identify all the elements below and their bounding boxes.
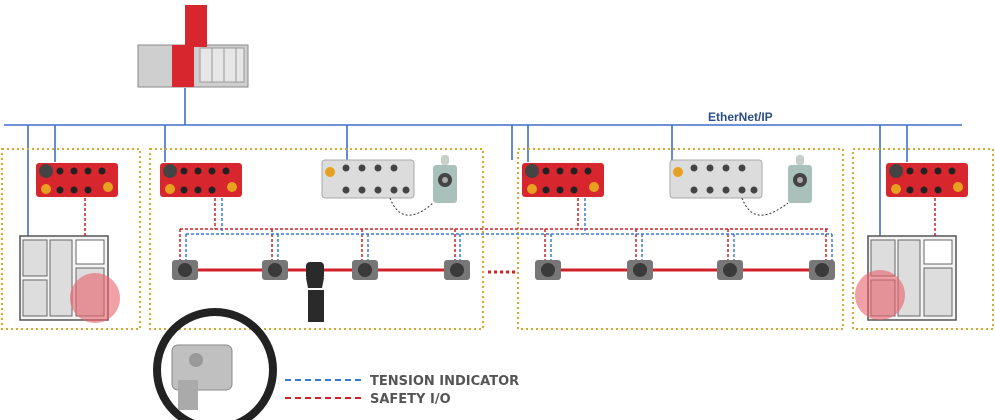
electrical-cabinet-icon (855, 198, 957, 321)
ethernet-bus (4, 88, 962, 240)
raised-fist-icon (306, 262, 324, 322)
rope-pull-switch-photo-icon (153, 308, 277, 420)
standard-io-block-icon (669, 159, 763, 199)
stack-light-icon (433, 155, 457, 203)
safety-io-block-icon (886, 163, 968, 197)
cable-pull-switch-icon (172, 260, 835, 280)
tension-indicator-wiring (185, 198, 833, 262)
electrical-cabinet-icon (19, 198, 120, 323)
legend-label-tension: TENSION INDICATOR (370, 374, 519, 389)
legend: TENSION INDICATOR SAFETY I/O (285, 374, 519, 407)
safety-io-block-icon (522, 163, 604, 197)
standard-io-block-icon (321, 159, 415, 199)
safety-io-wiring (179, 198, 828, 262)
zone-borders (1, 148, 994, 330)
ethernet-ip-label: EtherNet/IP (708, 110, 773, 124)
legend-label-safety: SAFETY I/O (370, 392, 451, 407)
controller-rack-icon (137, 5, 249, 88)
safety-io-block-icon (36, 163, 118, 197)
safety-io-block-icon (160, 163, 242, 197)
stack-light-icon (788, 155, 812, 203)
